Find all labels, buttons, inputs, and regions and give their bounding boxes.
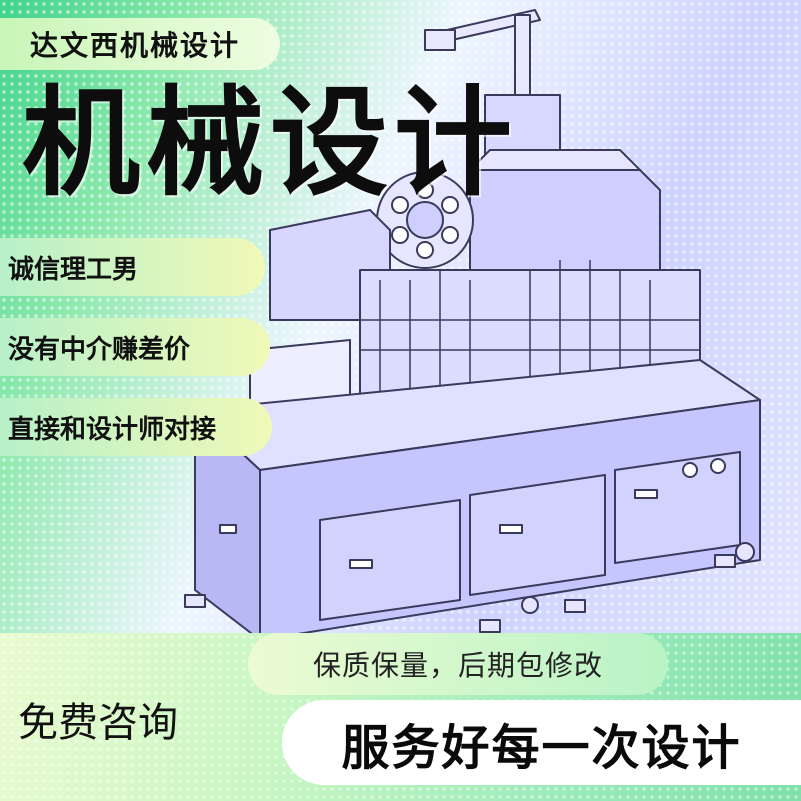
feature-text: 直接和设计师对接 bbox=[8, 414, 217, 445]
feature-pill-no-middleman: 没有中介赚差价 bbox=[0, 318, 270, 376]
hero-title: 机械设计 bbox=[22, 74, 519, 212]
feature-text: 没有中介赚差价 bbox=[8, 334, 191, 365]
brand-pill: 达文西机械设计 bbox=[0, 18, 280, 70]
guarantee-text: 保质保量，后期包修改 bbox=[312, 649, 603, 682]
feature-pill-honest: 诚信理工男 bbox=[0, 238, 265, 296]
machine-illustration bbox=[184, 9, 761, 641]
guarantee-pill: 保质保量，后期包修改 bbox=[248, 633, 668, 695]
service-slogan-text: 服务好每一次设计 bbox=[341, 719, 742, 776]
brand-text: 达文西机械设计 bbox=[30, 29, 241, 62]
feature-pill-direct-contact: 直接和设计师对接 bbox=[0, 398, 272, 456]
free-consult-text: 免费咨询 bbox=[18, 700, 178, 746]
service-slogan-bar: 服务好每一次设计 bbox=[282, 700, 801, 785]
feature-text: 诚信理工男 bbox=[8, 254, 139, 285]
